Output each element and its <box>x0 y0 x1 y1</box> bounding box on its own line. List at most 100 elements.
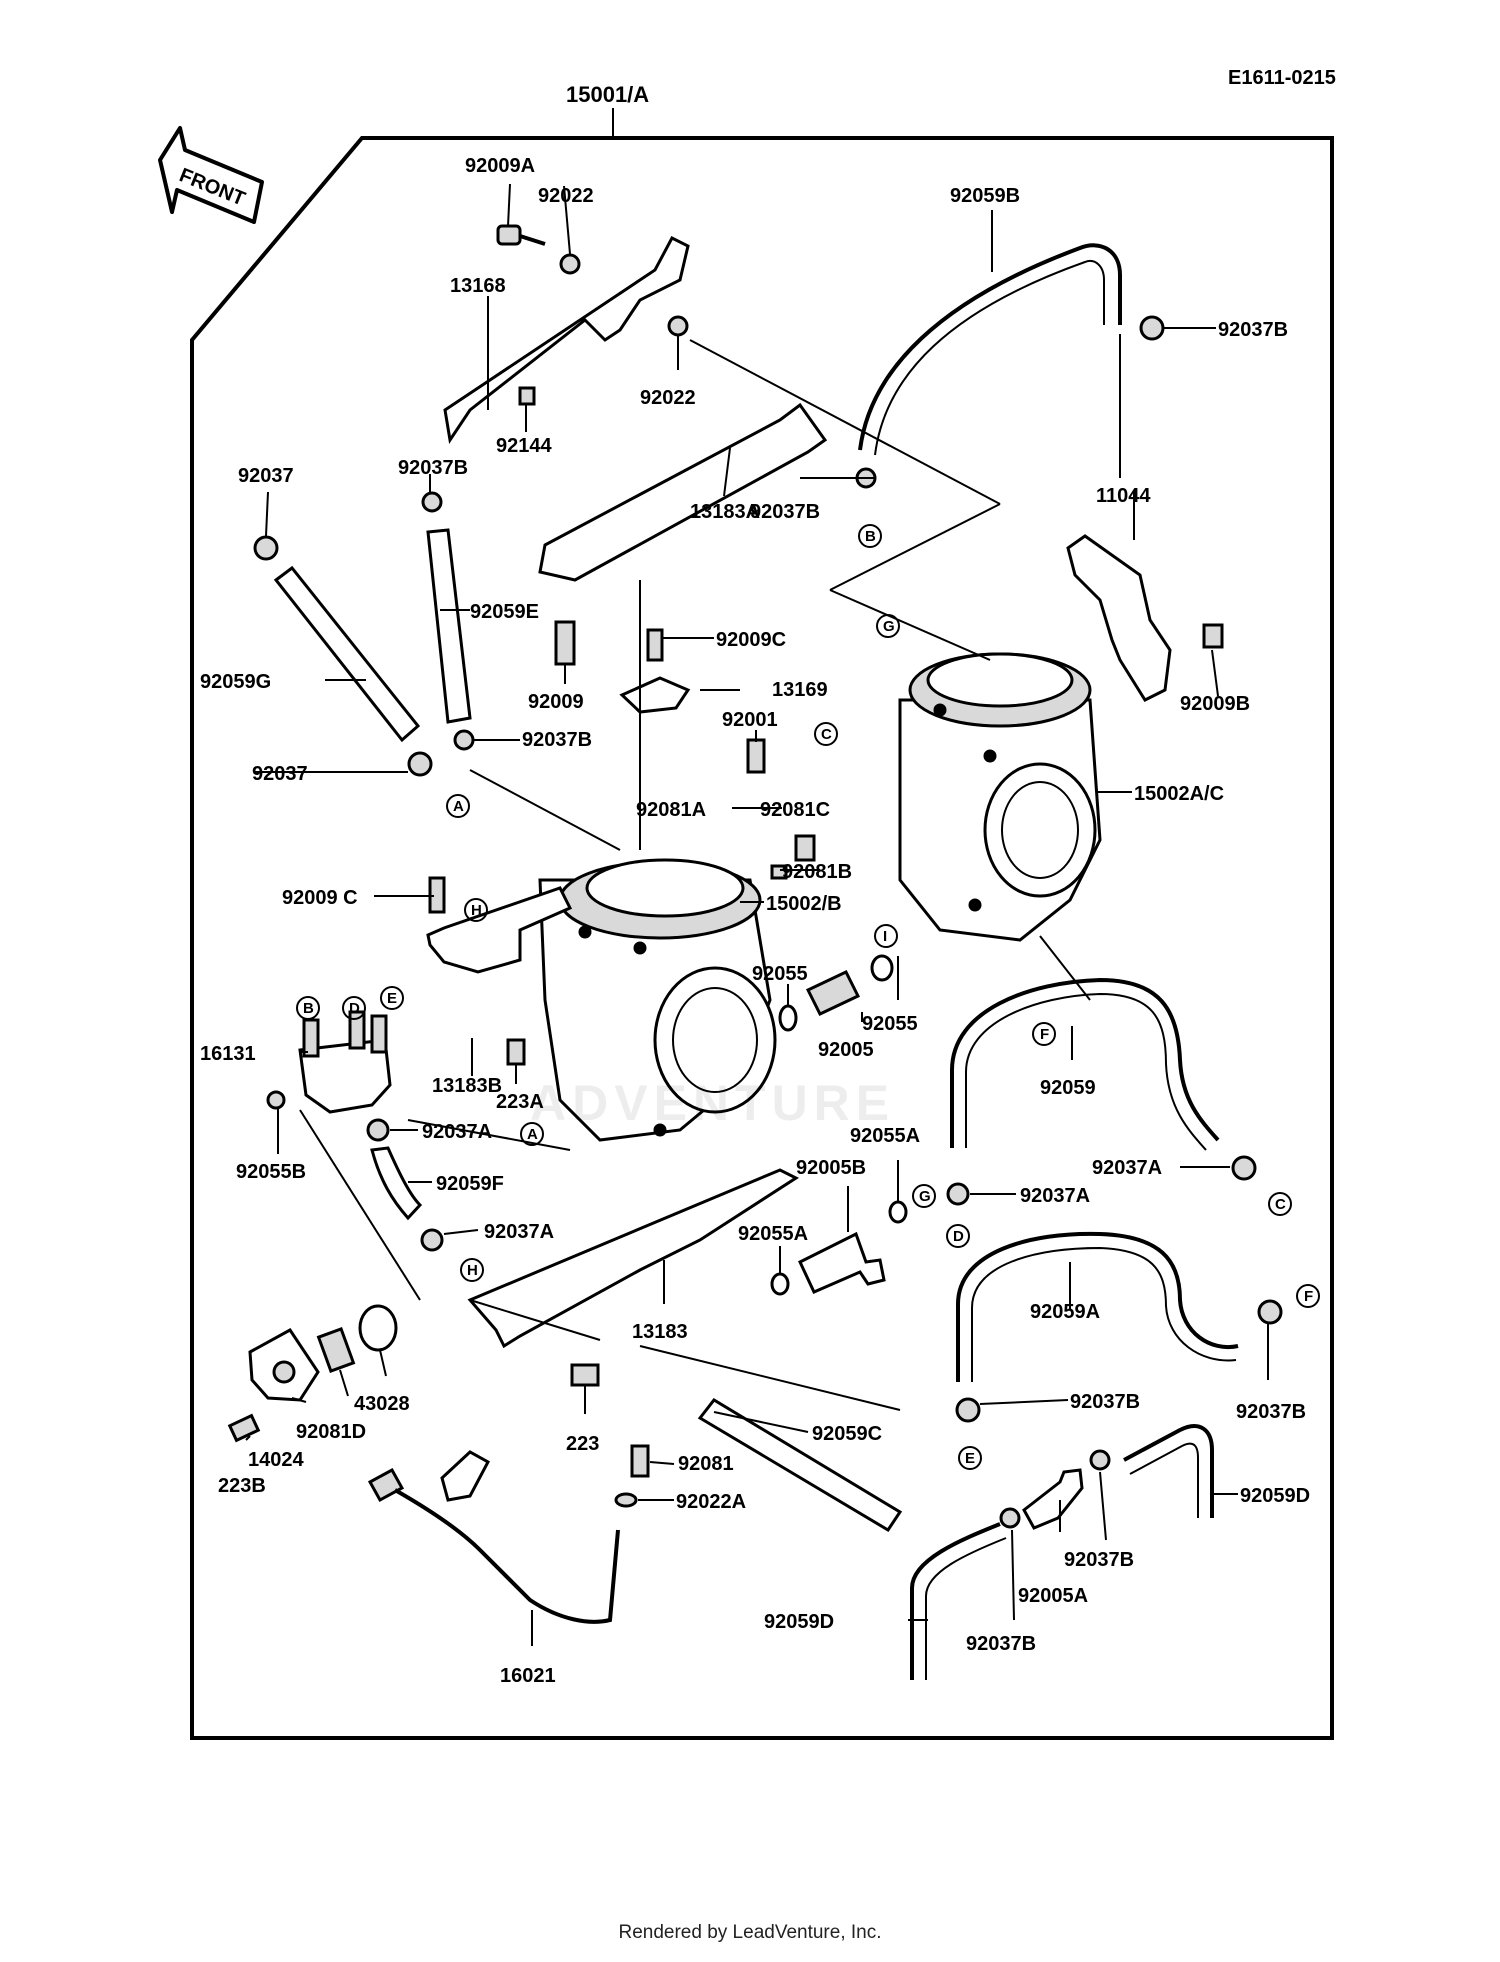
clamp-92037-top-shape <box>253 535 279 561</box>
svg-text:I: I <box>883 928 887 945</box>
part-label: 13183A <box>690 501 760 523</box>
svg-text:D: D <box>953 1228 964 1245</box>
oring-92055-right-shape <box>870 954 894 982</box>
part-label: 92037B <box>966 1633 1036 1655</box>
part-label: 92055A <box>738 1223 808 1245</box>
carburetor-15002a-c-shape <box>898 652 1102 942</box>
part-label: 92059G <box>200 671 271 693</box>
callout-h-lower: H <box>460 1258 484 1282</box>
part-label: 92081C <box>760 799 830 821</box>
svg-text:G: G <box>919 1188 931 1205</box>
construction-lines <box>299 334 1121 1411</box>
part-label: 92037B <box>1070 1391 1140 1413</box>
footer-credit: Rendered by LeadVenture, Inc. <box>618 1922 882 1943</box>
part-label: 14024 <box>248 1449 304 1471</box>
bracket-11044-shape <box>1066 534 1172 702</box>
part-label: 92059E <box>470 601 539 623</box>
spring-92144-shape <box>518 386 536 406</box>
part-label: 92037B <box>522 729 592 751</box>
part-label: 92005 <box>818 1039 874 1061</box>
part-label: 92037B <box>1064 1549 1134 1571</box>
washer-92055b-shape <box>266 1090 286 1110</box>
svg-text:H: H <box>471 902 482 919</box>
callout-a-lower: A <box>520 1122 544 1146</box>
part-label: 92059 <box>1040 1077 1096 1099</box>
bracket-13169-shape <box>619 676 691 714</box>
hose-92059-shape <box>950 977 1220 1148</box>
part-label: 15002A/C <box>1134 783 1224 805</box>
leader-lines <box>245 183 1269 1646</box>
screw-92009c-top-shape <box>646 628 664 662</box>
hose-92059d-right-shape <box>1123 1424 1214 1518</box>
callout-g-upper: G <box>876 614 900 638</box>
clamp-92037b-upper-shape <box>1089 1449 1111 1471</box>
part-label: 13183 <box>632 1321 688 1343</box>
part-label: 92059D <box>764 1611 834 1633</box>
part-label: 92081A <box>636 799 706 821</box>
part-label: 92037A <box>484 1221 554 1243</box>
clamp-92037b-lower-shape <box>999 1507 1021 1529</box>
callout-c-lower: C <box>1268 1192 1292 1216</box>
cover-14024-shape <box>248 1328 320 1402</box>
plate-13183a-shape <box>538 402 828 582</box>
washer-92022-lower-shape <box>667 315 689 337</box>
svg-text:A: A <box>453 798 464 815</box>
part-label: 92037A <box>1020 1185 1090 1207</box>
clamp-92037b-bottom-shape <box>453 729 475 751</box>
callout-c-upper: C <box>814 722 838 746</box>
screw-223-shape <box>570 1363 600 1387</box>
screw-92009-shape <box>554 620 576 666</box>
clamp-92037-bottom-shape <box>407 751 433 777</box>
part-label: 92037B <box>398 457 468 479</box>
hose-92059d-left-shape <box>910 1522 1001 1680</box>
part-label: 92022 <box>538 185 594 207</box>
joint-92005a-shape <box>1022 1468 1084 1530</box>
callout-e-upper: E <box>380 986 404 1010</box>
part-label: 16131 <box>200 1043 256 1065</box>
oring-92055a-lower-shape <box>770 1272 790 1296</box>
part-label: 223B <box>218 1475 266 1497</box>
svg-text:A: A <box>527 1126 538 1143</box>
callout-d-upper: D <box>342 996 366 1020</box>
part-label: 92009C <box>716 629 786 651</box>
part-label: 92055A <box>850 1125 920 1147</box>
cable-16021-shape <box>367 1450 620 1624</box>
part-label: 92009A <box>465 155 535 177</box>
washer-92022a-shape <box>614 1492 638 1508</box>
part-label: 92037B <box>1236 1401 1306 1423</box>
screw-223a-shape <box>506 1038 526 1066</box>
part-label: 92037A <box>1092 1157 1162 1179</box>
callout-d-lower: D <box>946 1224 970 1248</box>
diagram-code: E1611-0215 <box>1228 67 1336 89</box>
bracket-13183b-shape <box>426 886 573 974</box>
part-label: 13183B <box>432 1075 502 1097</box>
part-label: 92081B <box>782 861 852 883</box>
part-label: 92005A <box>1018 1585 1088 1607</box>
callout-h-upper: H <box>464 898 488 922</box>
callout-a-upper: A <box>446 794 470 818</box>
assembly-frame <box>190 136 1334 1740</box>
part-label: 92055B <box>236 1161 306 1183</box>
part-label: 92059A <box>1030 1301 1100 1323</box>
callout-b-lower: B <box>296 996 320 1020</box>
pipe-92005-shape <box>805 970 861 1016</box>
part-label: 92055 <box>752 963 808 985</box>
clamp-92037b-f-shape <box>1257 1299 1283 1325</box>
part-label: 92037B <box>1218 319 1288 341</box>
clamp-92037b-top-shape <box>421 491 443 513</box>
screw-92009b-shape <box>1202 623 1224 649</box>
part-label: 92059B <box>950 185 1020 207</box>
part-labels: 92009A 92022 92022 13168 92144 92037B 92… <box>200 155 1310 1687</box>
svg-text:F: F <box>1304 1288 1313 1305</box>
part-label: 92022A <box>676 1491 746 1513</box>
svg-text:G: G <box>883 618 895 635</box>
part-label: 92037B <box>750 501 820 523</box>
callout-f-lower: F <box>1296 1284 1320 1308</box>
callout-i: I <box>874 924 898 948</box>
front-arrow-icon: FRONT <box>158 126 264 224</box>
part-label: 43028 <box>354 1393 410 1415</box>
part-label: 15002/B <box>766 893 842 915</box>
part-label: 92009 C <box>282 887 358 909</box>
svg-text:B: B <box>303 1000 314 1017</box>
